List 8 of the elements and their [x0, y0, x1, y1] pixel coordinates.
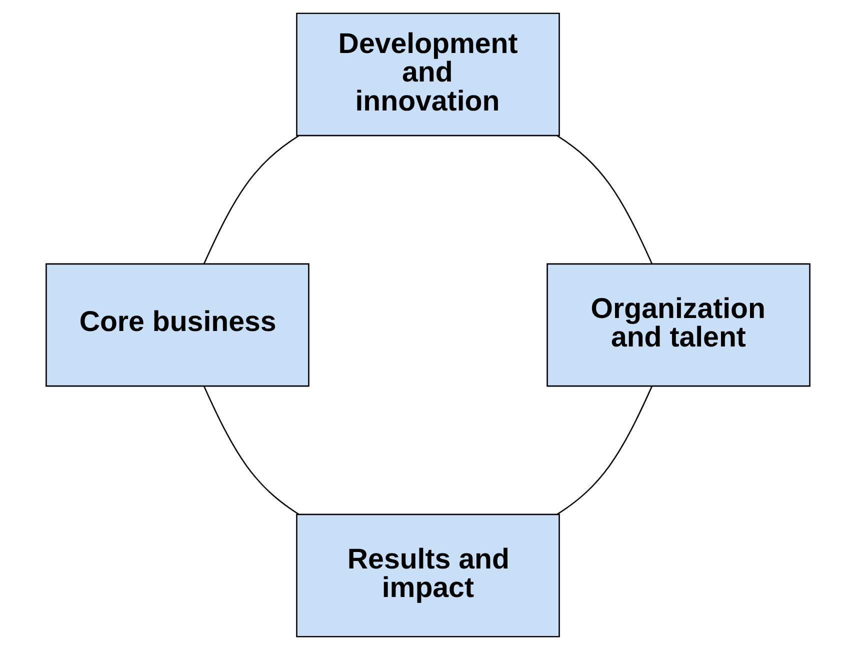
connector: [556, 386, 652, 515]
connector: [556, 135, 652, 264]
node-box: Organization and talent: [546, 263, 810, 387]
connector: [202, 386, 298, 515]
node-box: Development and innovation: [296, 12, 560, 136]
node-box: Core business: [45, 263, 309, 387]
node-box: Results and impact: [296, 514, 560, 638]
connector: [202, 135, 299, 264]
